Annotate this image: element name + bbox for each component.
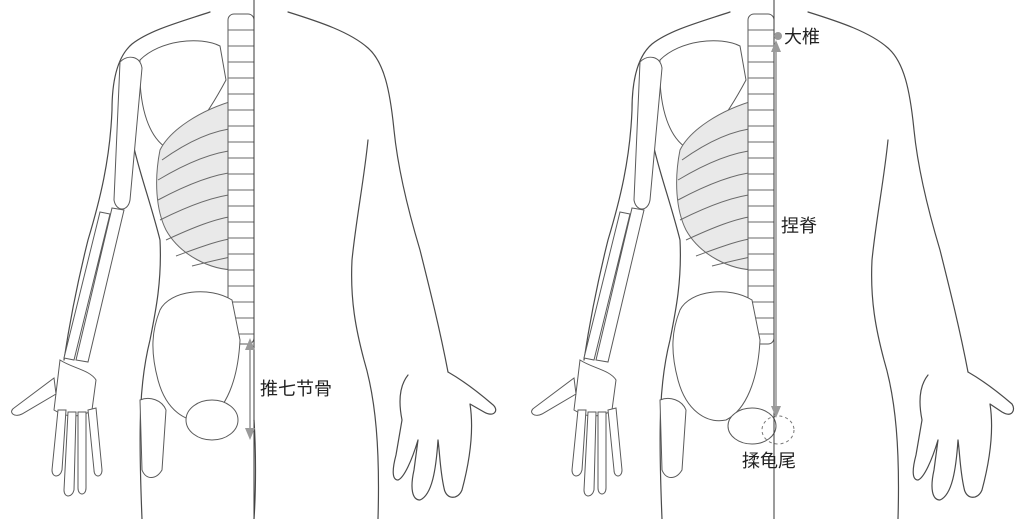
label-rou-gui-wei: 揉龟尾: [742, 453, 796, 471]
label-tui-qi-jie-gu: 推七节骨: [260, 381, 332, 399]
left-forearm: [64, 208, 124, 362]
left-figure-right-hand: [393, 372, 495, 500]
left-figure: [12, 0, 496, 519]
right-humerus: [634, 57, 662, 209]
right-figure: [532, 0, 1014, 519]
right-figure-right-hand: [913, 372, 1013, 500]
left-spine: [228, 14, 254, 344]
left-humerus: [114, 57, 142, 209]
right-skeleton-hand: [532, 360, 622, 496]
left-pelvis: [140, 292, 240, 478]
dazhui-point-icon: [774, 32, 782, 40]
left-skeleton-hand: [12, 360, 102, 496]
label-nie-ji: 捏脊: [781, 218, 817, 236]
right-spine: [748, 14, 774, 344]
right-forearm: [584, 208, 644, 362]
label-da-zhui: 大椎: [784, 29, 820, 47]
